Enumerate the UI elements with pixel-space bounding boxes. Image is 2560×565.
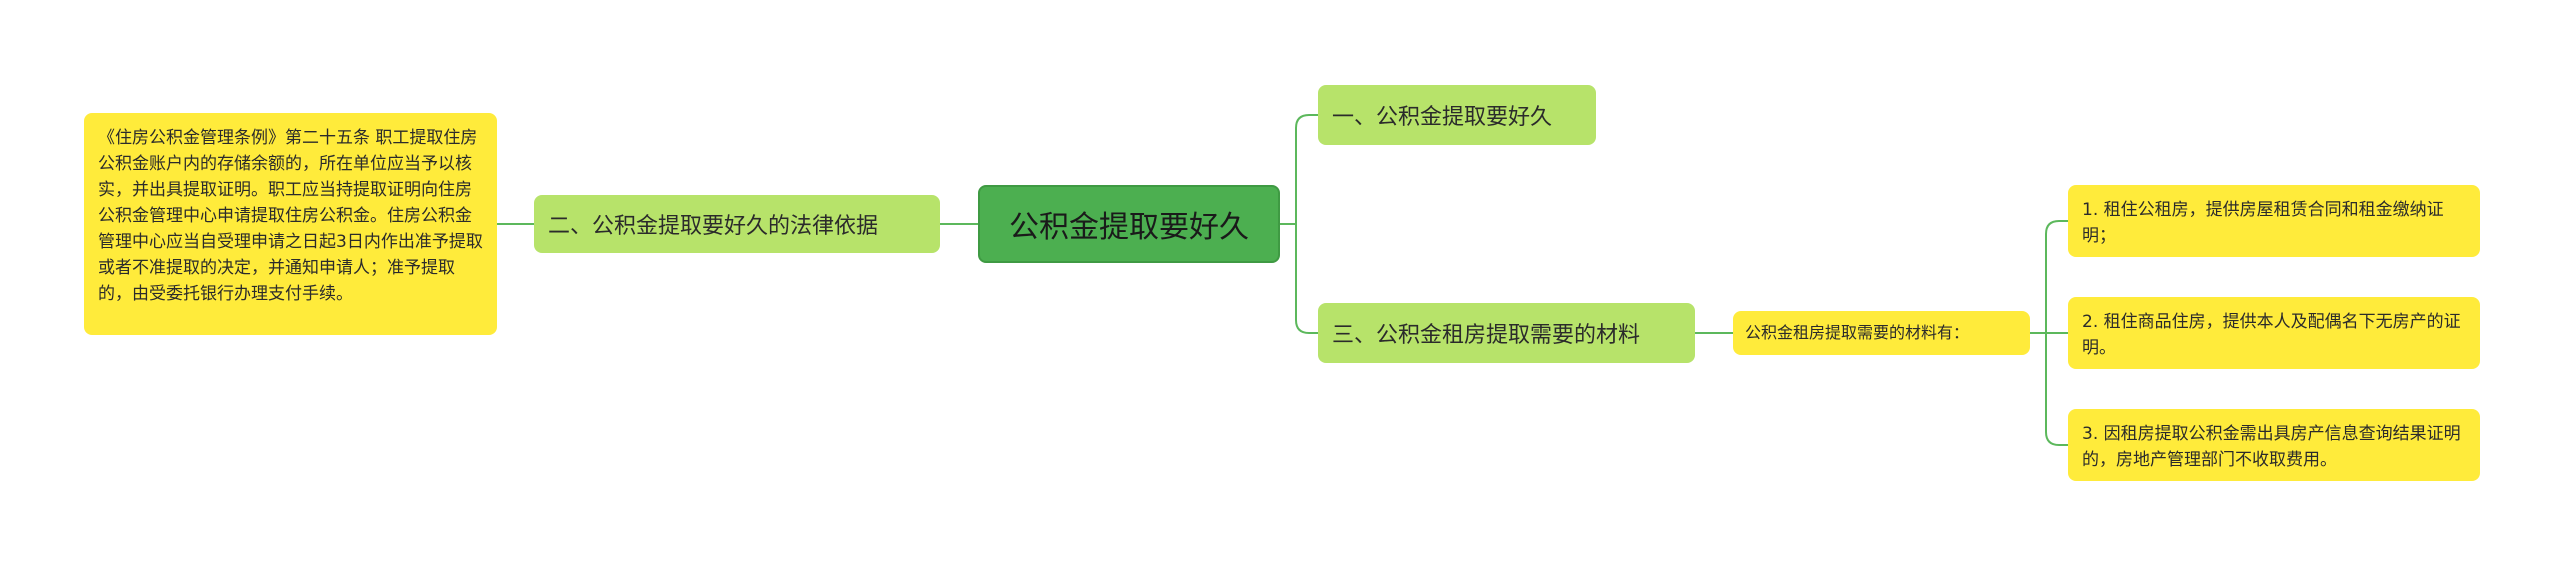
materials-intro[interactable]: 公积金租房提取需要的材料有：: [1733, 311, 2030, 355]
materials-intro-label: 公积金租房提取需要的材料有：: [1745, 323, 1970, 342]
legal-note-text: 《住房公积金管理条例》第二十五条 职工提取住房公积金账户内的存储余额的，所在单位…: [98, 128, 483, 304]
root-topic-label: 公积金提取要好久: [1009, 210, 1249, 245]
materials-item-1[interactable]: 1. 租住公租房，提供房屋租赁合同和租金缴纳证明；: [2068, 185, 2480, 257]
materials-item-2-text: 2. 租住商品住房，提供本人及配偶名下无房产的证明。: [2082, 312, 2461, 358]
connector-intro-item1: [2045, 220, 2068, 333]
root-topic[interactable]: 公积金提取要好久: [978, 185, 1280, 263]
branch-legal-basis-label: 二、公积金提取要好久的法律依据: [548, 214, 879, 239]
materials-item-2[interactable]: 2. 租住商品住房，提供本人及配偶名下无房产的证明。: [2068, 297, 2480, 369]
materials-item-3[interactable]: 3. 因租房提取公积金需出具房产信息查询结果证明的，房地产管理部门不收取费用。: [2068, 409, 2480, 481]
connector-root-branch1: [1295, 114, 1318, 224]
branch-how-long-label: 一、公积金提取要好久: [1332, 105, 1553, 130]
branch-legal-basis[interactable]: 二、公积金提取要好久的法律依据: [534, 195, 940, 253]
materials-item-3-text: 3. 因租房提取公积金需出具房产信息查询结果证明的，房地产管理部门不收取费用。: [2082, 424, 2461, 470]
materials-item-1-text: 1. 租住公租房，提供房屋租赁合同和租金缴纳证明；: [2082, 200, 2444, 246]
branch-rent-materials-label: 三、公积金租房提取需要的材料: [1332, 323, 1641, 348]
connector-root-branch3: [1295, 224, 1318, 334]
branch-rent-materials[interactable]: 三、公积金租房提取需要的材料: [1318, 303, 1695, 363]
branch-how-long[interactable]: 一、公积金提取要好久: [1318, 85, 1596, 145]
connector-intro-item3: [2045, 333, 2068, 446]
legal-note[interactable]: 《住房公积金管理条例》第二十五条 职工提取住房公积金账户内的存储余额的，所在单位…: [84, 113, 497, 335]
